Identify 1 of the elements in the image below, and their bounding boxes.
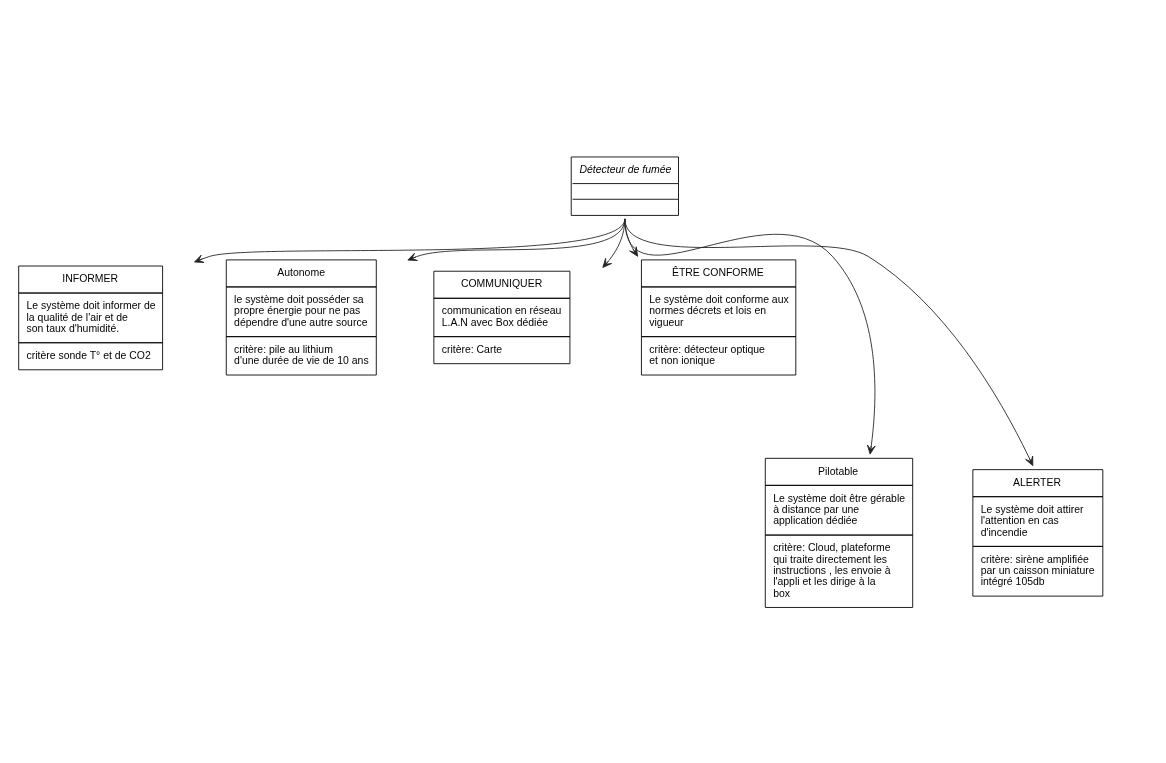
arrow	[624, 217, 1034, 466]
